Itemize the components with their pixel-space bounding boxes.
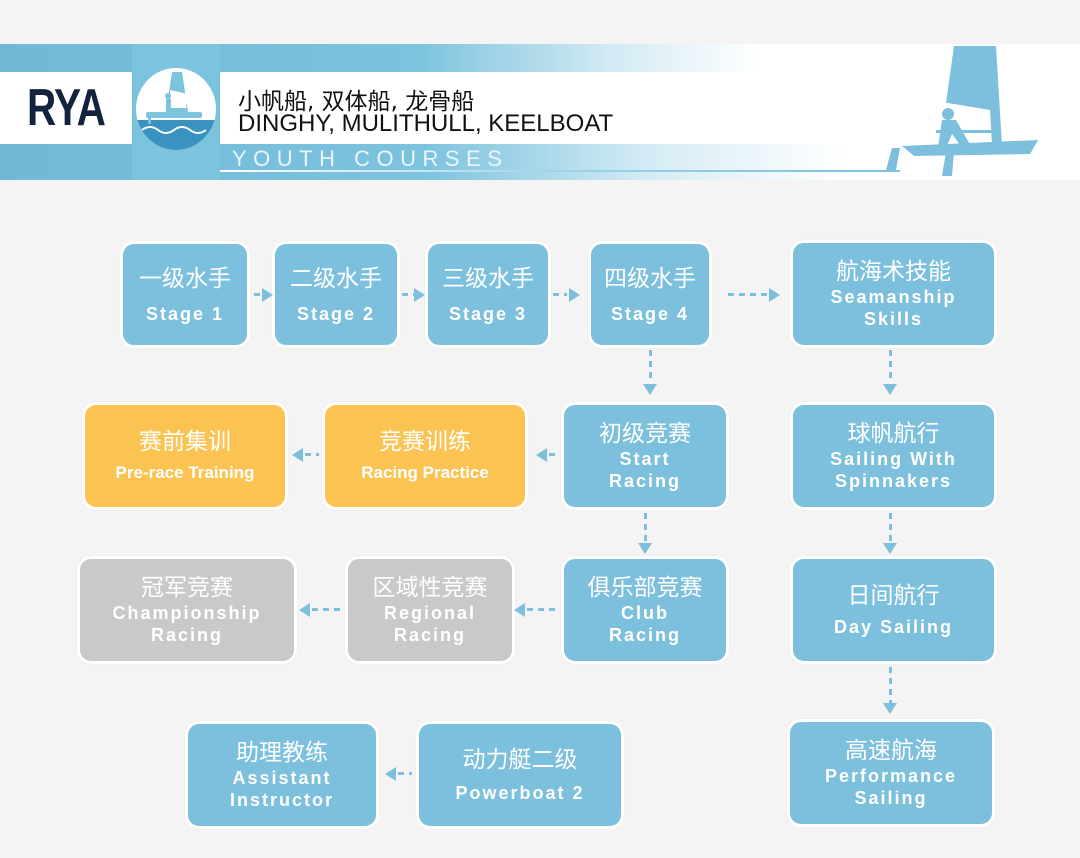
node-label-en: Instructor (229, 790, 334, 810)
arrow-spinnakers-day-sailing (889, 513, 892, 543)
node-label-cn: 高速航海 (845, 738, 937, 764)
node-label-en: Stage 4 (610, 303, 690, 324)
arrow-club-regional (527, 608, 559, 611)
arrow-stage4-start-racing (649, 350, 652, 382)
arrow-head-right-icon (262, 288, 273, 302)
arrow-stage1-stage2 (254, 293, 262, 296)
node-label-en: Racing (608, 625, 681, 645)
node-label-en: Assistant (232, 768, 332, 788)
node-pre-race-training: 赛前集训 Pre-race Training (82, 402, 288, 510)
node-label-en: Racing (150, 625, 223, 645)
node-label-cn: 球帆航行 (847, 421, 940, 447)
node-label-cn: 四级水手 (604, 265, 696, 292)
node-label-en: Spinnakers (834, 471, 953, 491)
node-label-en: Stage 3 (448, 303, 528, 324)
arrow-stage4-seamanship (728, 293, 768, 296)
arrow-start-racing-practice (549, 453, 559, 456)
node-label-en: Skills (863, 309, 924, 329)
node-stage-4: 四级水手 Stage 4 (588, 241, 712, 348)
arrow-seamanship-spinnakers (889, 350, 892, 382)
arrow-head-down-icon (883, 543, 897, 554)
node-label-en: Stage 2 (296, 303, 376, 324)
node-regional-racing: 区域性竞赛 Regional Racing (345, 556, 515, 664)
arrow-powerboat-assistant (398, 772, 412, 775)
node-label-en: Racing (608, 471, 681, 491)
header-banner: RYA 小帆船, 双体船, 龙骨船 DINGHY, MULITHULL, KEE… (0, 44, 1080, 180)
node-label-en: Championship (112, 603, 262, 623)
node-label-en: Stage 1 (145, 303, 225, 324)
node-label-cn: 二级水手 (290, 265, 382, 292)
node-label-cn: 三级水手 (442, 265, 534, 292)
arrow-head-right-icon (769, 288, 780, 302)
title-panel (220, 72, 680, 144)
node-label-cn: 动力艇二级 (462, 747, 578, 773)
node-label-en: Sailing (854, 788, 928, 808)
node-label-cn: 助理教练 (236, 740, 328, 766)
subtitle-underline (220, 170, 900, 172)
node-label-en: Seamanship (830, 287, 957, 307)
node-label-en: Day Sailing (833, 617, 954, 637)
node-racing-practice: 竞赛训练 Racing Practice (322, 402, 528, 510)
node-championship-racing: 冠军竞赛 Championship Racing (77, 556, 297, 664)
arrow-head-down-icon (643, 384, 657, 395)
arrow-head-left-icon (385, 767, 396, 781)
arrow-head-left-icon (292, 448, 303, 462)
title-chinese: 小帆船, 双体船, 龙骨船 (238, 89, 475, 115)
node-label-en: Performance (824, 766, 958, 786)
rya-logo: RYA (0, 72, 132, 144)
node-label-en: Racing Practice (361, 463, 489, 482)
arrow-regional-championship (312, 608, 344, 611)
node-powerboat-2: 动力艇二级 Powerboat 2 (416, 721, 624, 829)
node-label-cn: 区域性竞赛 (372, 575, 488, 601)
arrow-stage2-stage3 (402, 293, 414, 296)
rya-logo-text: RYA (26, 79, 106, 137)
node-label-cn: 日间航行 (847, 583, 940, 609)
arrow-head-left-icon (514, 603, 525, 617)
arrow-head-left-icon (536, 448, 547, 462)
node-seamanship-skills: 航海术技能 Seamanship Skills (790, 240, 997, 348)
dinghy-emblem-icon (136, 68, 216, 150)
arrow-day-sailing-performance (889, 667, 892, 703)
node-club-racing: 俱乐部竞赛 Club Racing (561, 556, 729, 664)
node-label-en: Powerboat 2 (455, 783, 585, 803)
node-day-sailing: 日间航行 Day Sailing (790, 556, 997, 664)
node-stage-1: 一级水手 Stage 1 (120, 241, 250, 348)
arrow-head-right-icon (569, 288, 580, 302)
node-label-cn: 冠军竞赛 (141, 575, 233, 601)
subtitle-youth-courses: YOUTH COURSES (232, 146, 509, 171)
banner-top-stripe (0, 44, 760, 72)
node-label-en: Pre-race Training (115, 463, 255, 482)
node-label-cn: 竞赛训练 (379, 429, 471, 455)
node-label-en: Sailing With (830, 449, 957, 469)
node-label-en: Start (619, 449, 671, 469)
node-label-cn: 赛前集训 (139, 429, 231, 455)
arrow-head-down-icon (638, 543, 652, 554)
node-stage-3: 三级水手 Stage 3 (425, 241, 551, 348)
arrow-stage3-stage4 (553, 293, 567, 296)
node-sailing-with-spinnakers: 球帆航行 Sailing With Spinnakers (790, 402, 997, 510)
node-label-en: Regional (383, 603, 476, 623)
sailboat-silhouette-icon (886, 46, 1038, 176)
node-performance-sailing: 高速航海 Performance Sailing (787, 719, 995, 827)
node-label-cn: 俱乐部竞赛 (587, 575, 703, 601)
node-label-en: Club (621, 603, 669, 623)
arrow-head-down-icon (883, 384, 897, 395)
node-start-racing: 初级竞赛 Start Racing (561, 402, 729, 510)
arrow-start-racing-club-racing (644, 513, 647, 543)
node-stage-2: 二级水手 Stage 2 (272, 241, 400, 348)
arrow-racing-practice-prerace (305, 453, 319, 456)
node-label-cn: 一级水手 (139, 265, 231, 292)
node-assistant-instructor: 助理教练 Assistant Instructor (185, 721, 379, 829)
node-label-cn: 初级竞赛 (599, 421, 691, 447)
title-english: DINGHY, MULITHULL, KEELBOAT (238, 110, 614, 137)
arrow-head-right-icon (414, 288, 425, 302)
arrow-head-down-icon (883, 703, 897, 714)
node-label-en: Racing (393, 625, 466, 645)
arrow-head-left-icon (299, 603, 310, 617)
node-label-cn: 航海术技能 (836, 259, 951, 285)
